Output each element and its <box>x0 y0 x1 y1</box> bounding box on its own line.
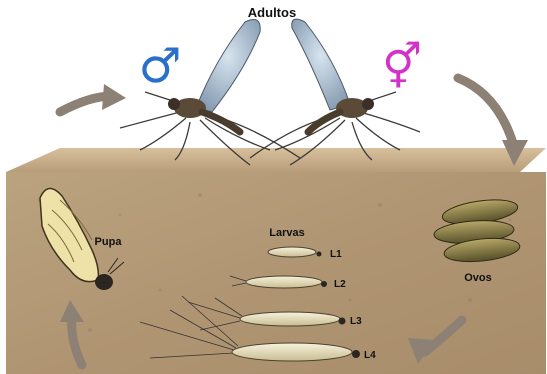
female-proboscis <box>372 92 396 100</box>
pupa-label: Pupa <box>95 236 123 248</box>
pupa-tail <box>95 274 113 290</box>
male-abdomen <box>202 112 240 132</box>
diagram-title: Adultos <box>248 5 296 20</box>
eggs-label: Ovos <box>464 272 492 284</box>
male-symbol-icon: ♂ <box>138 38 181 94</box>
female-symbol-icon: ⚥ <box>382 41 422 93</box>
larva-l3-body <box>240 312 340 326</box>
larva-l1-body <box>268 247 316 257</box>
female-wing <box>292 19 350 110</box>
larvae-group-label: Larvas <box>269 227 304 239</box>
arrow-right-down <box>458 78 515 150</box>
larva-l2-body <box>246 276 322 288</box>
arrowhead-left-up <box>102 84 126 110</box>
soil-top-surface <box>6 148 546 172</box>
larva-l4-label: L4 <box>364 350 376 361</box>
larva-l4-body <box>232 343 352 361</box>
larva-l1-label: L1 <box>330 249 342 260</box>
larva-l2-label: L2 <box>334 279 346 290</box>
larva-l3-label: L3 <box>350 316 362 327</box>
male-wing <box>196 20 260 112</box>
